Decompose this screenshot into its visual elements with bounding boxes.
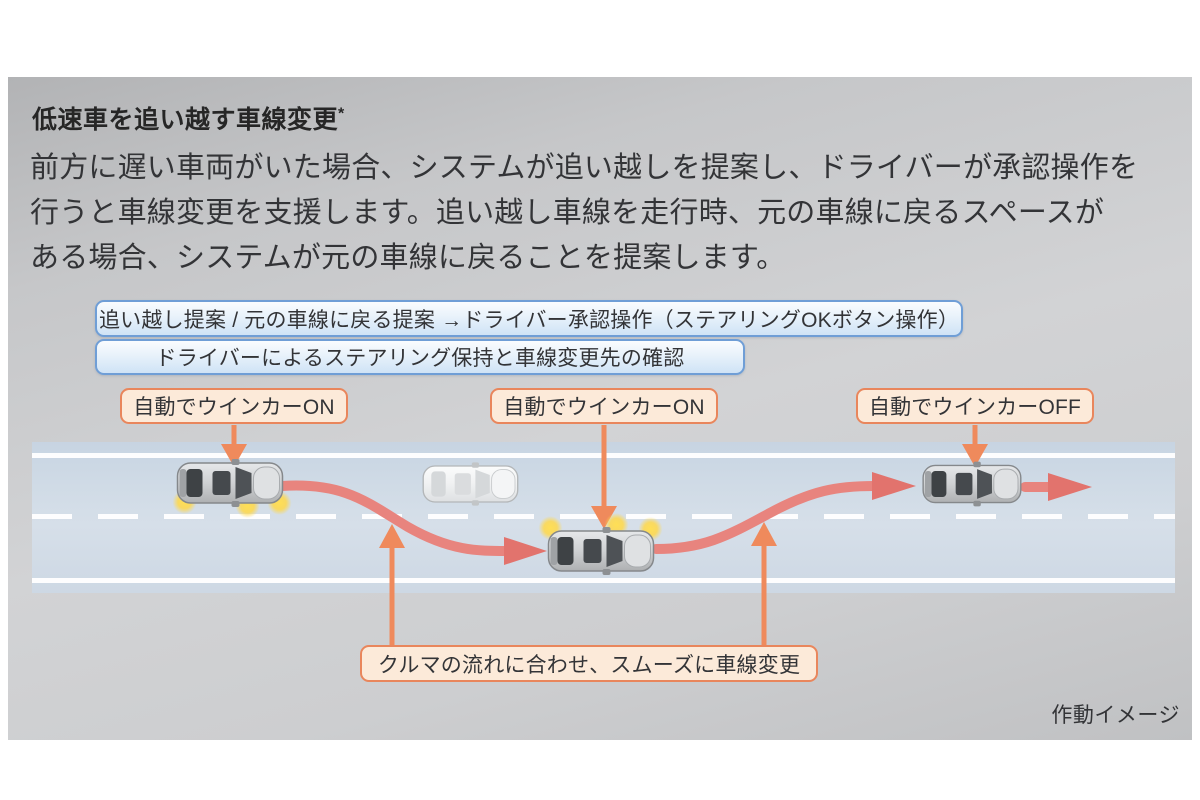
road-edge-line-bottom <box>32 578 1175 583</box>
description-line: 前方に遅い車両がいた場合、システムが追い越しを提案し、ドライバーが承認操作を <box>30 152 1139 184</box>
description-line: ある場合、システムが元の車線に戻ることを提案します。 <box>30 242 786 274</box>
callout-overtake-proposal-label: 追い越し提案 / 元の車線に戻る提案 →ドライバー承認操作（ステアリングOKボタ… <box>98 308 960 332</box>
road-edge-line-top <box>32 453 1175 458</box>
description: 前方に遅い車両がいた場合、システムが追い越しを提案し、ドライバーが承認操作を 行… <box>30 146 1175 281</box>
callout-blinker-off: 自動でウインカーOFF <box>856 388 1094 424</box>
description-line: 行うと車線変更を支援します。追い越し車線を走行時、元の車線に戻るスペースが <box>30 197 1105 229</box>
callout-blinker-on-2-label: 自動でウインカーON <box>503 396 705 419</box>
callout-blinker-off-label: 自動でウインカーOFF <box>868 396 1082 419</box>
callout-smooth-lane-change-label: クルマの流れに合わせ、スムーズに車線変更 <box>377 653 801 677</box>
callout-blinker-on-1-label: 自動でウインカーON <box>133 396 335 419</box>
lane-divider-dashed-line <box>32 514 1175 519</box>
callout-steering-confirm: ドライバーによるステアリング保持と車線変更先の確認 <box>95 339 745 375</box>
title-footnote-mark: * <box>338 105 345 123</box>
page-title-text: 低速車を追い越す車線変更 <box>32 106 339 134</box>
page-title: 低速車を追い越す車線変更* <box>32 100 345 136</box>
callout-steering-confirm-label: ドライバーによるステアリング保持と車線変更先の確認 <box>155 347 685 370</box>
figure-caption: 作動イメージ <box>1051 704 1180 727</box>
callout-overtake-proposal: 追い越し提案 / 元の車線に戻る提案 →ドライバー承認操作（ステアリングOKボタ… <box>95 300 963 337</box>
callout-blinker-on-1: 自動でウインカーON <box>120 388 348 424</box>
road <box>32 442 1175 593</box>
callout-blinker-on-2: 自動でウインカーON <box>490 388 718 424</box>
callout-smooth-lane-change: クルマの流れに合わせ、スムーズに車線変更 <box>360 645 818 682</box>
